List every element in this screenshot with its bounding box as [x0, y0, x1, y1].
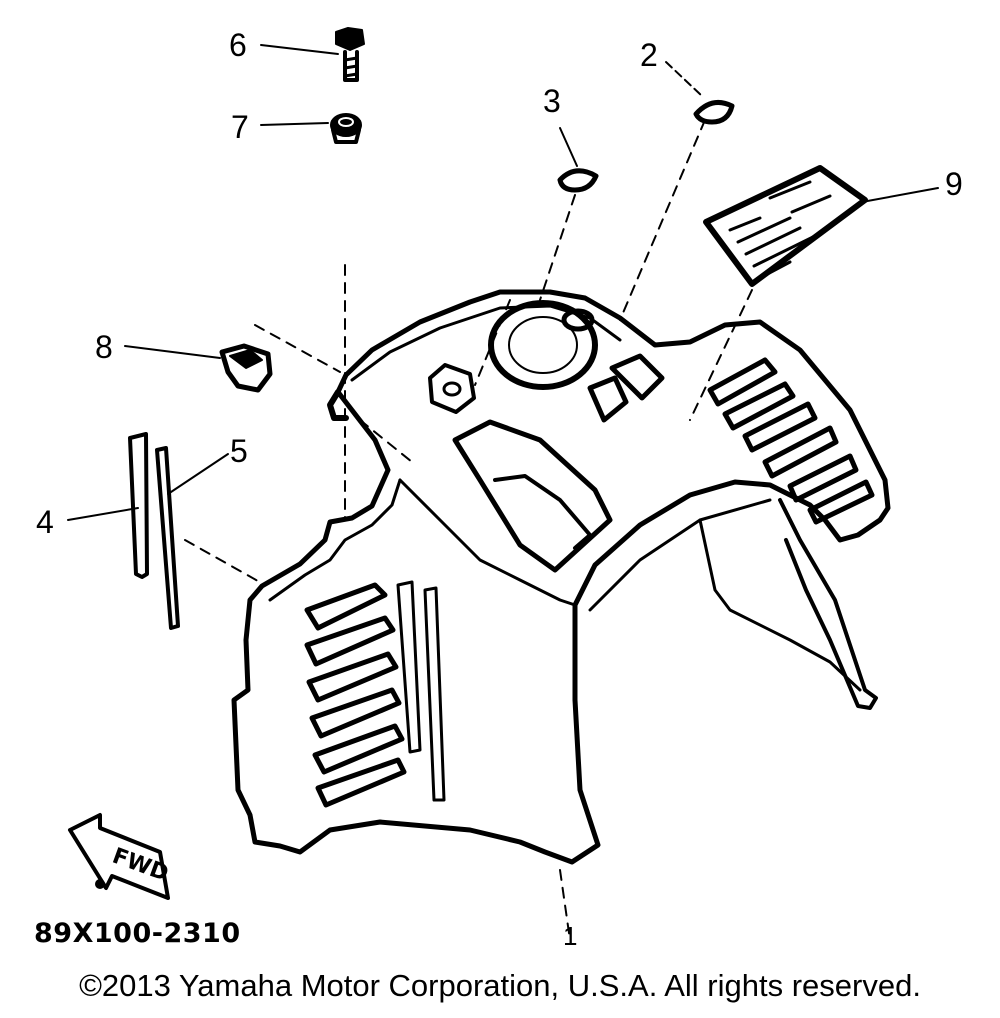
callout-6: 6 — [229, 27, 247, 63]
leader-lines — [184, 119, 753, 941]
screw-part-6 — [335, 27, 365, 82]
forward-arrow-icon — [68, 813, 170, 900]
callout-1: 1 — [563, 921, 577, 951]
clip-part-3 — [557, 168, 599, 193]
callout-8: 8 — [95, 329, 113, 365]
right-louvres — [707, 357, 875, 525]
callout-3: 3 — [543, 83, 561, 119]
left-louvres — [304, 580, 446, 808]
pin-part-4 — [128, 432, 149, 579]
callout-7: 7 — [231, 109, 249, 145]
strip-part-5 — [155, 446, 180, 630]
copyright-notice: ©2013 Yamaha Motor Corporation, U.S.A. A… — [79, 968, 921, 1003]
label-plate-part-9 — [703, 165, 868, 287]
callout-4: 4 — [36, 504, 54, 540]
diagram-part-code: 89X100-2310 — [34, 918, 241, 949]
callout-5: 5 — [230, 433, 248, 469]
callout-labels: 6 7 2 3 9 8 5 4 1 — [36, 27, 963, 951]
callout-leaders — [67, 44, 939, 521]
callout-2: 2 — [640, 37, 658, 73]
cowling-top-features — [428, 300, 665, 573]
clip-part-2 — [693, 99, 735, 125]
cowling-body — [231, 289, 891, 865]
callout-9: 9 — [945, 166, 963, 202]
grommet-part-7 — [330, 113, 362, 144]
clip-nut-part-8 — [219, 343, 273, 393]
